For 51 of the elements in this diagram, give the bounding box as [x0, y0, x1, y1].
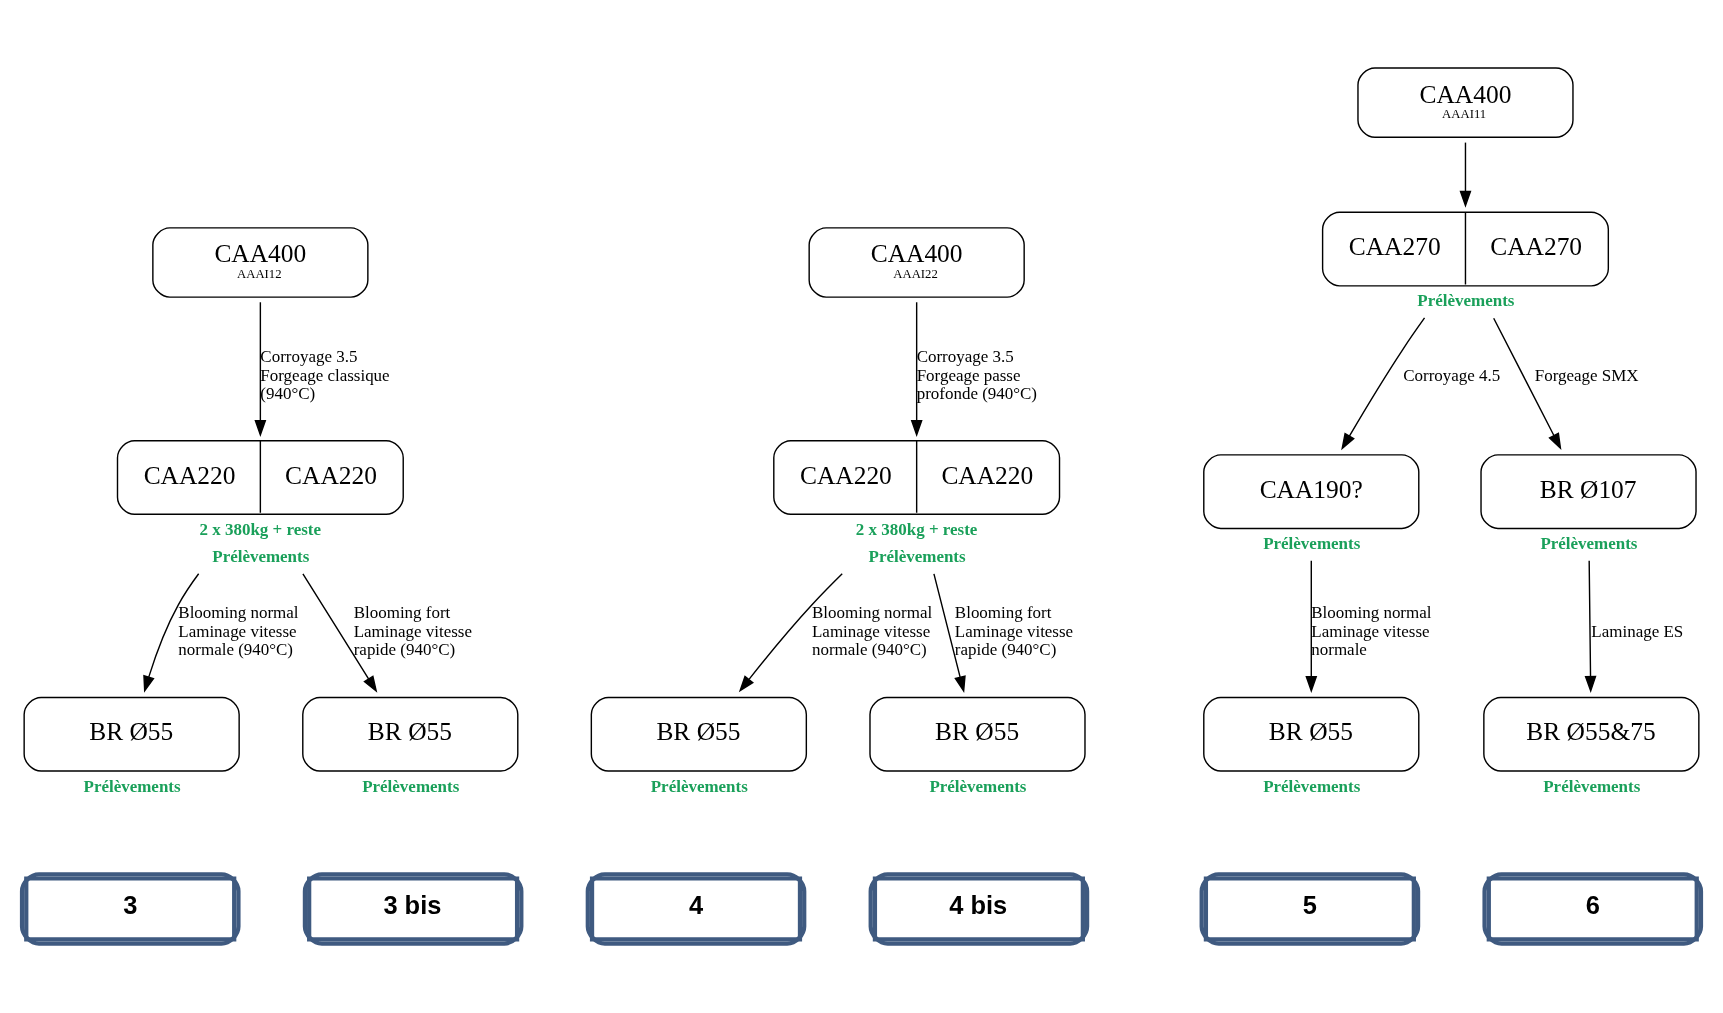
- arrow: [1341, 317, 1426, 451]
- arrow: [1459, 141, 1472, 208]
- arrow: [910, 301, 923, 437]
- arrow: [302, 573, 378, 693]
- node-label: 2 x 380kg + reste: [855, 519, 978, 539]
- edge-label: Corroyage 3.5 Forgeage classique (940°C): [260, 347, 390, 404]
- node-label: Prélèvements: [83, 776, 181, 796]
- node-label: Prélèvements: [1543, 776, 1641, 796]
- node-label: Prélèvements: [362, 776, 460, 796]
- arrow: [254, 301, 267, 437]
- edge-label: Blooming normal Laminage vitesse normale (940°C): [811, 603, 933, 660]
- node-label: Prélèvements: [1263, 534, 1361, 554]
- node-label: Prélèvements: [1540, 534, 1638, 554]
- node-box: 3 bis: [302, 872, 524, 946]
- node-box: BR Ø55: [590, 696, 808, 772]
- node-label: Prélèvements: [1263, 776, 1361, 796]
- node-box: 3: [19, 872, 241, 946]
- node-box: 6: [1482, 872, 1704, 946]
- arrow: [738, 573, 843, 693]
- edge-label: Laminage ES: [1591, 621, 1684, 641]
- edge-label: Blooming normal Laminage vitesse normale (940°C): [178, 603, 299, 660]
- node-label: Prélèvements: [1417, 291, 1515, 311]
- arrow: [1584, 560, 1597, 693]
- node-box: BR Ø107: [1480, 454, 1697, 530]
- node-label: Prélèvements: [868, 546, 966, 566]
- edge-label: Forgeage SMX: [1534, 365, 1639, 385]
- node-label: Prélèvements: [212, 546, 310, 566]
- node-box: BR Ø55: [1203, 696, 1420, 772]
- node-box: BR Ø55: [302, 696, 519, 772]
- node-box: CAA400 AAAI22: [808, 227, 1025, 298]
- node-box: 5: [1199, 872, 1421, 946]
- node-label: Prélèvements: [929, 776, 1027, 796]
- node-box: BR Ø55&75: [1483, 696, 1700, 772]
- node-box: BR Ø55: [23, 696, 240, 772]
- node-box: CAA400 AAAI12: [152, 227, 369, 298]
- arrow: [1493, 317, 1562, 451]
- arrow: [933, 573, 966, 694]
- node-label: 2 x 380kg + reste: [199, 519, 322, 539]
- node-box: BR Ø55: [869, 696, 1086, 772]
- node-box: 4 bis: [868, 872, 1090, 946]
- node-box: CAA190?: [1203, 454, 1420, 530]
- edge-label: Blooming normal Laminage vitesse normale: [1311, 603, 1432, 660]
- edge-label: Corroyage 4.5: [1403, 365, 1501, 385]
- edge-label: Blooming fort Laminage vitesse rapide (940°C): [353, 603, 472, 660]
- edge-label: Corroyage 3.5 Forgeage passe profonde (940°C): [916, 347, 1038, 404]
- node-label: Prélèvements: [650, 776, 748, 796]
- arrow: [143, 573, 200, 693]
- node-box: CAA400 AAAI11: [1357, 67, 1574, 139]
- node-box: 4: [585, 872, 807, 946]
- arrow: [1305, 560, 1318, 693]
- edge-label: Blooming fort Laminage vitesse rapide (940°C): [954, 603, 1074, 660]
